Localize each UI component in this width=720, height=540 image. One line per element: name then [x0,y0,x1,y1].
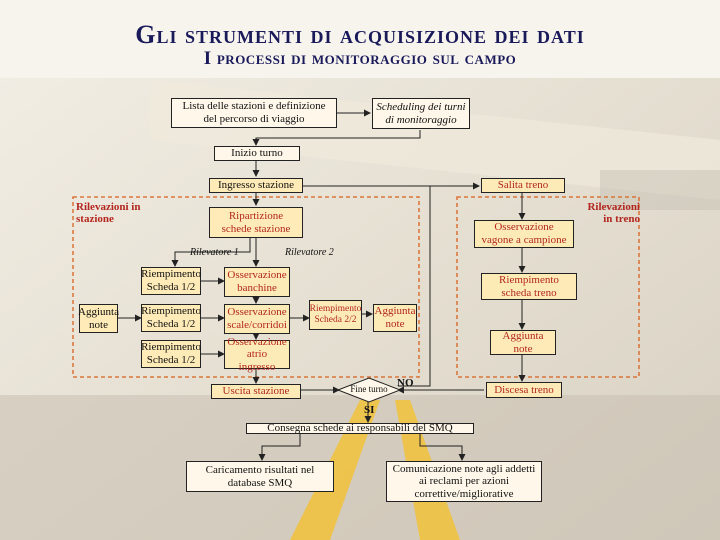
node-ingresso-stazione: Ingresso stazione [209,178,303,193]
node-osservazione-vagone: Osservazione vagone a campione [474,220,574,248]
node-salita-treno: Salita treno [481,178,565,193]
node-inizio-turno: Inizio turno [214,146,300,161]
node-lista-stazioni: Lista delle stazioni e definizione del p… [171,98,337,128]
node-consegna-schede: Consegna schede ai responsabili del SMQ [246,422,474,434]
label-rilevatore-2: Rilevatore 2 [285,247,334,258]
label-rilevazioni-stazione: Rilevazioni in stazione [76,201,141,226]
node-discesa-treno: Discesa treno [486,382,562,398]
node-aggiunta-note-right: Aggiunta note [490,330,556,355]
label-si: SI [364,404,375,416]
node-caricamento-risultati: Caricamento risultati nel database SMQ [186,461,334,492]
node-aggiunta-note-left: Aggiunta note [78,304,119,333]
node-osservazione-scale: Osservazione scale/corridoi [224,304,290,334]
stazione-region [72,196,420,378]
node-riempimento-scheda-2: Riempimento Scheda 1/2 [141,304,201,332]
node-ripartizione-schede: Ripartizione schede stazione [209,207,303,238]
node-riempimento-scheda-2-2: Riempimento Scheda 2/2 [309,300,362,330]
node-osservazione-atrio: Osservazione atrio ingresso [224,336,290,373]
node-aggiunta-note-mid: Aggiunta note [373,304,417,332]
fine-turno-decision [336,377,402,403]
node-riempimento-scheda-1: Riempimento Scheda 1/2 [141,267,201,295]
page-subtitle: I processi di monitoraggio sul campo [203,48,517,69]
node-riempimento-scheda-3: Riempimento Scheda 1/2 [141,340,201,368]
node-comunicazione-note: Comunicazione note agli addetti ai recla… [386,461,542,502]
node-scheduling-turni: Scheduling dei turni di monitoraggio [372,98,470,129]
node-uscita-stazione: Uscita stazione [211,384,301,399]
label-rilevazioni-treno: Rilevazioni in treno [587,201,640,226]
node-fine-turno: Fine turno [350,384,388,394]
page-title: Gli strumenti di acquisizione dei dati [135,20,585,49]
label-rilevatore-1: Rilevatore 1 [190,247,239,258]
treno-region [456,196,640,378]
label-no: NO [397,377,414,389]
node-riempimento-scheda-treno: Riempimento scheda treno [481,273,577,300]
node-osservazione-banchine: Osservazione banchine [224,267,290,297]
